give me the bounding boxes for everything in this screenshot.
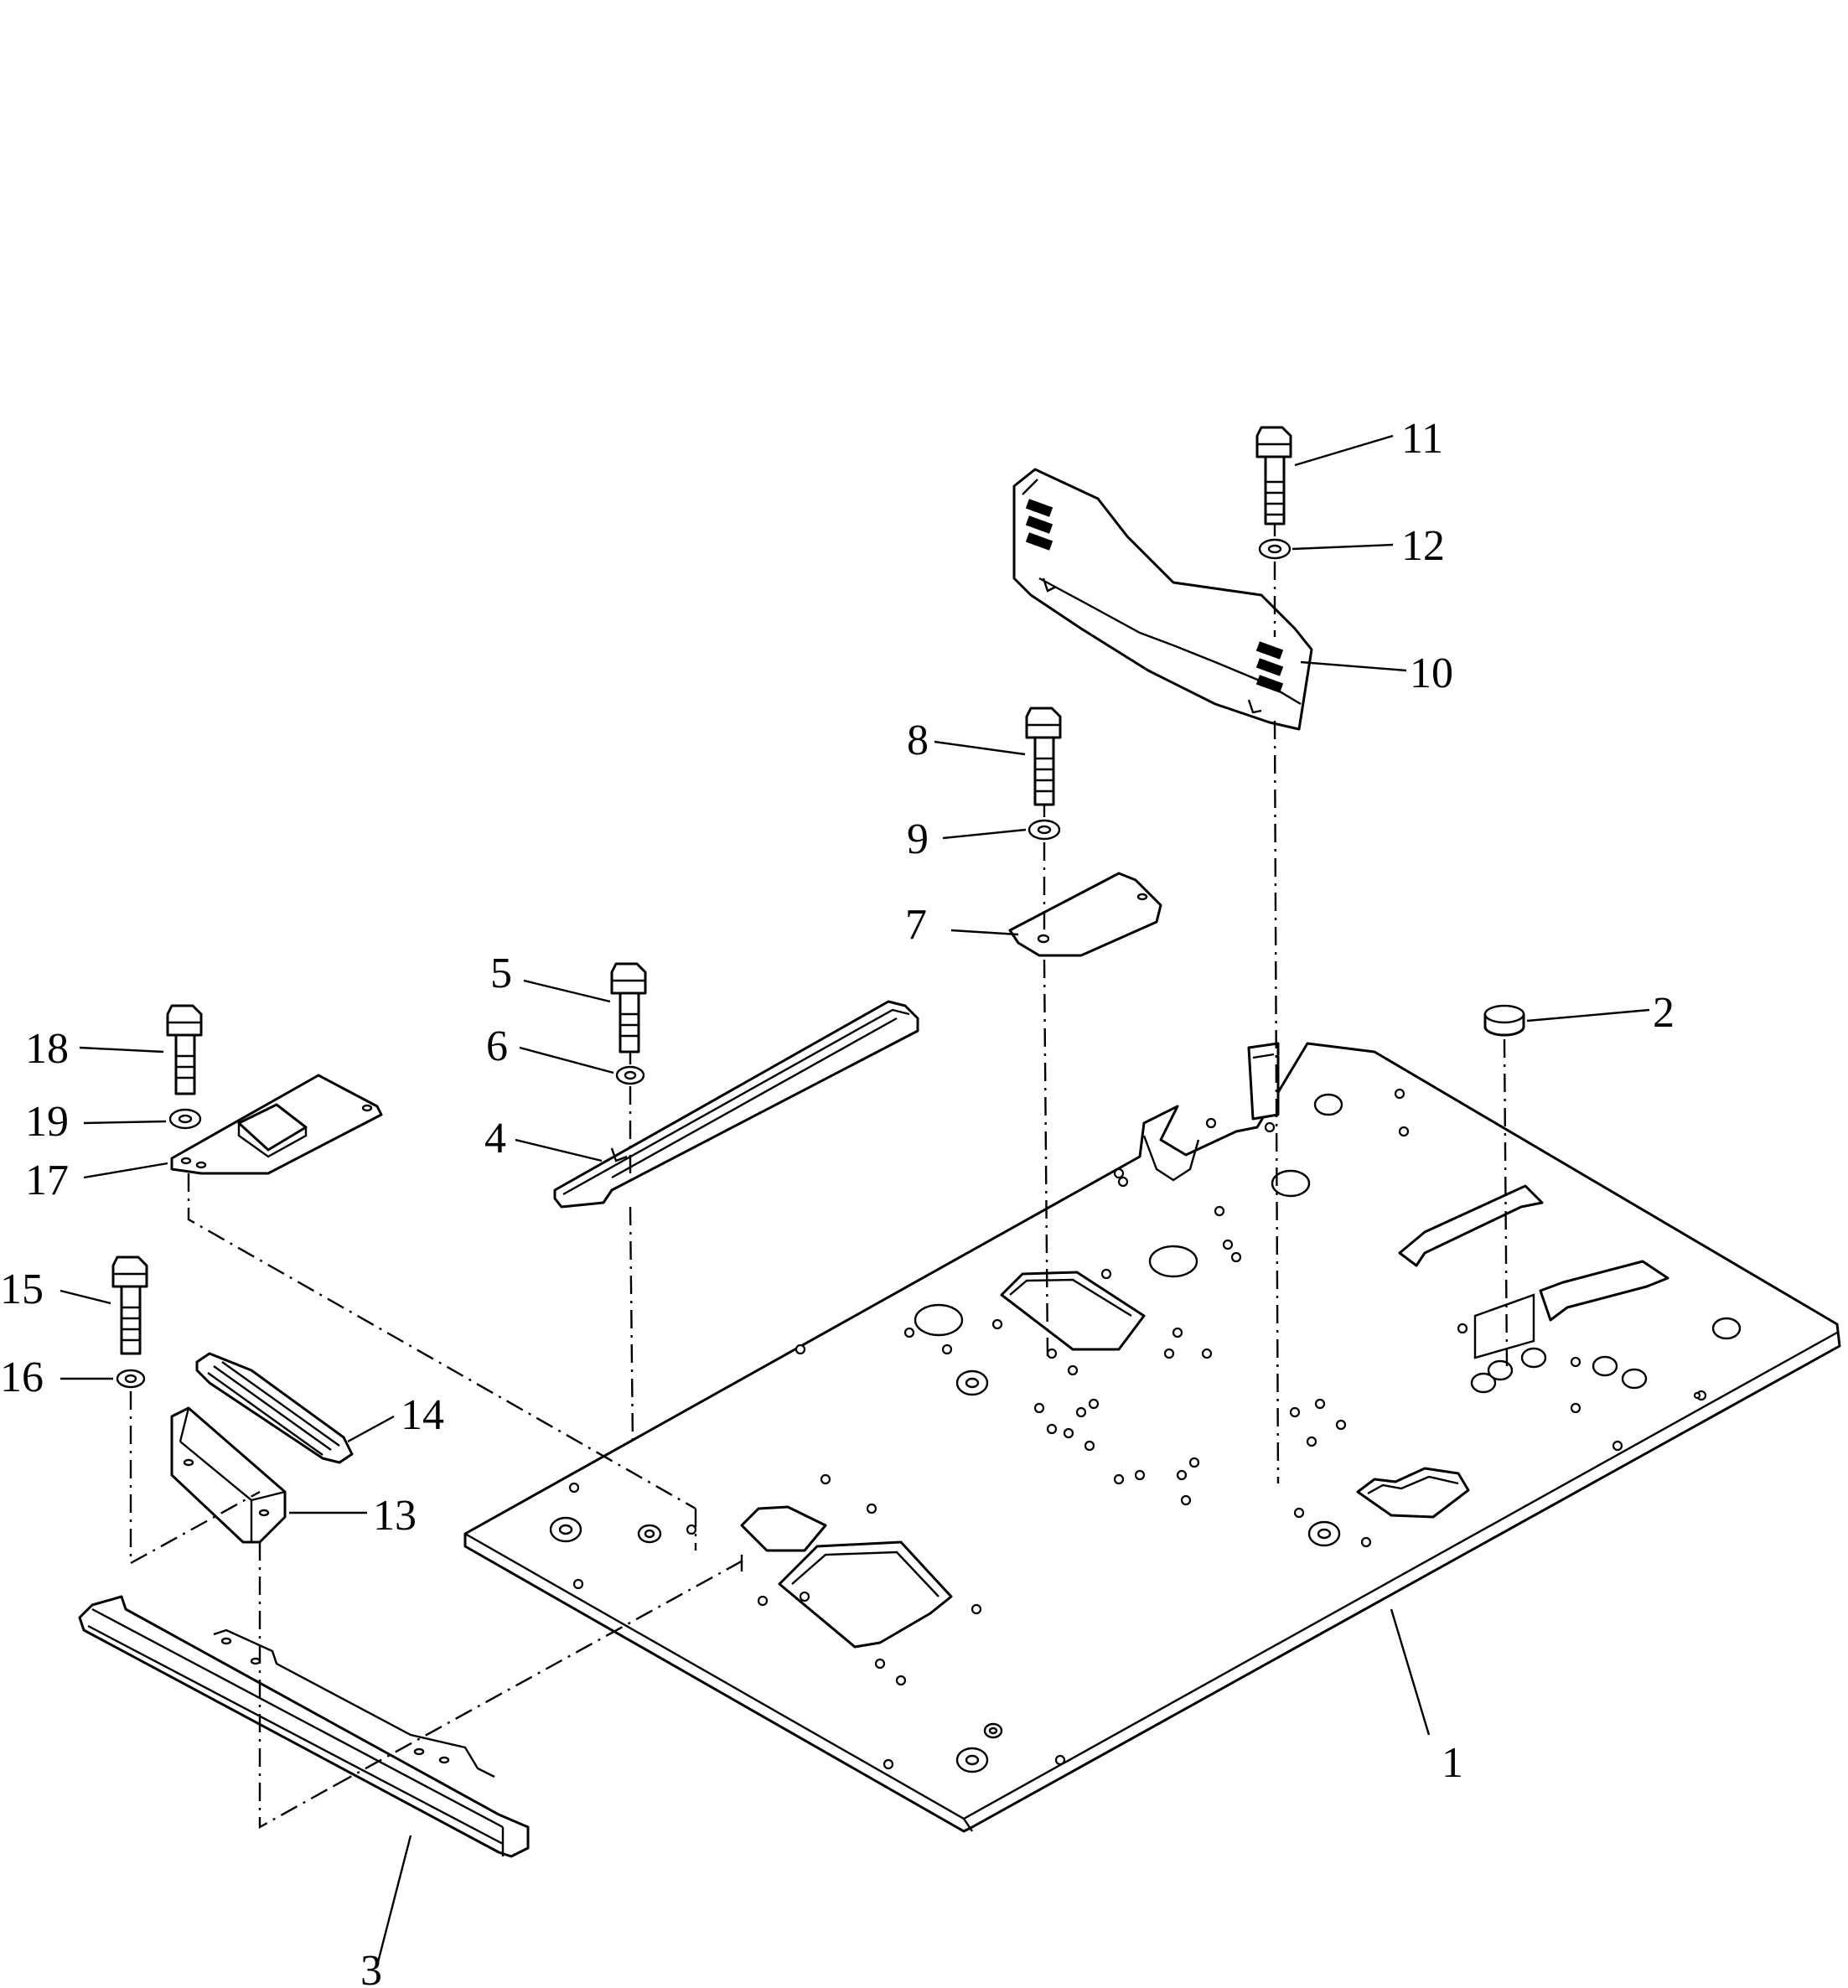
rail-bar-3 — [78, 1595, 530, 1858]
cover-plate-7 — [1008, 872, 1162, 957]
callout-9: 9 — [907, 815, 929, 863]
bolt-18 — [166, 1004, 203, 1095]
callout-7: 7 — [905, 901, 927, 949]
plug-2 — [1483, 1004, 1525, 1037]
bolt-11 — [1255, 426, 1292, 525]
washer-19 — [168, 1108, 202, 1130]
floor-plate — [463, 1042, 1841, 1833]
callout-13: 13 — [373, 1492, 417, 1540]
bolt-5 — [610, 962, 647, 1054]
washer-9 — [1028, 819, 1061, 841]
callout-14: 14 — [401, 1391, 444, 1439]
callout-5: 5 — [490, 950, 512, 997]
callout-12: 12 — [1401, 522, 1445, 570]
pad-14 — [195, 1352, 354, 1464]
callout-4: 4 — [484, 1115, 506, 1162]
callout-18: 18 — [25, 1025, 69, 1073]
callout-8: 8 — [907, 717, 929, 764]
plate-17 — [170, 1074, 383, 1175]
callout-6: 6 — [486, 1022, 508, 1070]
callout-3: 3 — [360, 1947, 382, 1988]
callout-19: 19 — [25, 1098, 69, 1146]
washer-6 — [615, 1065, 645, 1085]
callout-15: 15 — [0, 1266, 44, 1313]
leader-lines — [60, 434, 1650, 1966]
callout-11: 11 — [1401, 415, 1443, 463]
bolt-8 — [1025, 707, 1062, 806]
rail-bar-4 — [553, 1000, 919, 1209]
bolt-15 — [111, 1255, 148, 1355]
step-bracket-13 — [170, 1406, 287, 1544]
callout-labels: 1 2 3 4 5 6 7 8 9 10 11 12 13 14 15 16 1… — [0, 415, 1675, 1988]
washer-12 — [1258, 538, 1292, 560]
upper-bracket-plate — [1012, 468, 1313, 731]
callout-16: 16 — [0, 1354, 44, 1401]
callout-2: 2 — [1653, 989, 1675, 1037]
washer-16 — [116, 1369, 146, 1389]
alignment-lines — [129, 524, 1509, 1830]
callout-10: 10 — [1410, 650, 1453, 697]
callout-17: 17 — [25, 1157, 69, 1204]
callout-1: 1 — [1442, 1739, 1463, 1787]
